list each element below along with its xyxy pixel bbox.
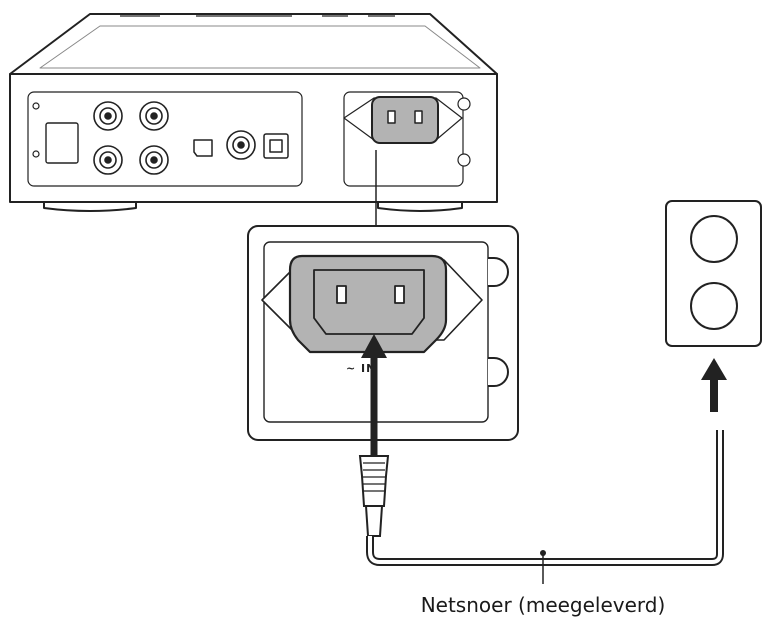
device-foot-left (43, 201, 137, 212)
rca-jacks (93, 101, 169, 175)
power-cord (358, 334, 727, 584)
wall-outlet (665, 200, 762, 347)
usb-port (45, 122, 79, 164)
outlet-socket-top (690, 215, 738, 263)
inlet-marking: ~ IN (346, 362, 376, 375)
device-foot-right (377, 201, 463, 212)
coaxial-jack (226, 130, 256, 160)
arrow-up-to-inlet (361, 334, 387, 358)
outlet-socket-bottom (690, 282, 738, 330)
device (9, 13, 498, 212)
usb-b-port (193, 139, 213, 157)
optical-port (263, 133, 289, 159)
arrow-up-to-outlet (701, 358, 727, 380)
power-inlet-small (371, 96, 439, 144)
magnified-inlet (247, 225, 519, 441)
cord-plug (358, 455, 390, 507)
power-cord-caption: Netsnoer (meegeleverd) (421, 593, 666, 617)
